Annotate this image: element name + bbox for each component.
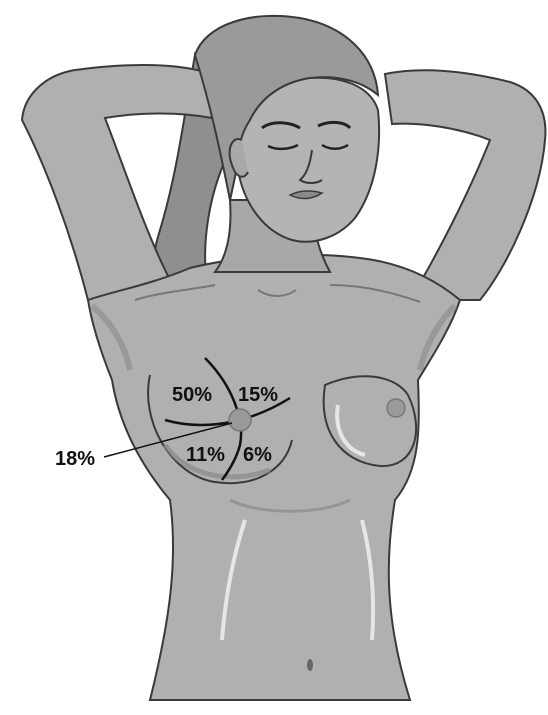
label-lower-inner: 6% <box>243 444 272 466</box>
label-upper-outer: 50% <box>172 384 212 406</box>
right-nipple <box>387 399 405 417</box>
torso <box>88 255 460 700</box>
label-central: 18% <box>55 448 95 470</box>
left-nipple-central-region <box>229 409 251 431</box>
label-upper-inner: 15% <box>238 384 278 406</box>
label-lower-outer: 11% <box>186 444 225 466</box>
navel <box>307 659 313 671</box>
right-raised-arm <box>385 70 545 300</box>
